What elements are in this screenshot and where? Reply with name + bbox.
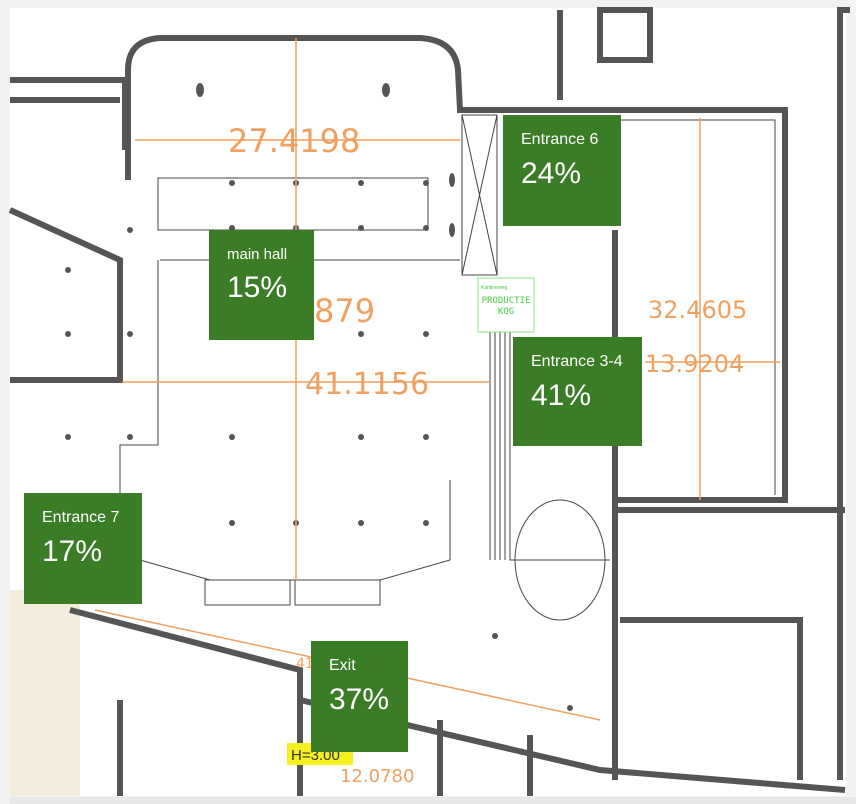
zone-entrance-3-4[interactable]: Entrance 3-4 41%: [513, 337, 642, 446]
room-tag-line2: KOG: [498, 307, 514, 317]
dimension-label: 12.0780: [340, 766, 414, 787]
room-tag-line1: PRODUCTIE: [482, 296, 531, 306]
dimension-label: 27.4198: [228, 122, 360, 160]
room-tag-small: Kantineweg: [481, 285, 507, 291]
zone-main-hall[interactable]: main hall 15%: [209, 230, 314, 340]
zone-percent: 15%: [227, 271, 288, 304]
zone-percent: 24%: [521, 157, 582, 190]
zone-label: Exit: [329, 657, 356, 674]
zone-percent: 17%: [42, 535, 103, 568]
zone-exit[interactable]: Exit 37%: [311, 641, 408, 752]
zone-label: Entrance 3-4: [531, 353, 623, 370]
zone-percent: 37%: [329, 683, 390, 716]
dimension-label: 32.4605: [648, 296, 747, 324]
zone-label: main hall: [227, 246, 288, 263]
dimension-label: 13.9204: [645, 350, 744, 378]
zone-entrance-7[interactable]: Entrance 7 17%: [24, 493, 142, 604]
dimension-label: 879: [314, 292, 375, 330]
zone-label: Entrance 6: [521, 131, 599, 148]
zone-label: Entrance 7: [42, 509, 120, 526]
zone-entrance-6[interactable]: Entrance 6 24%: [503, 115, 621, 226]
zone-percent: 41%: [531, 379, 592, 412]
dimension-label: 41: [296, 656, 314, 672]
dimension-label: 41.1156: [305, 367, 429, 402]
